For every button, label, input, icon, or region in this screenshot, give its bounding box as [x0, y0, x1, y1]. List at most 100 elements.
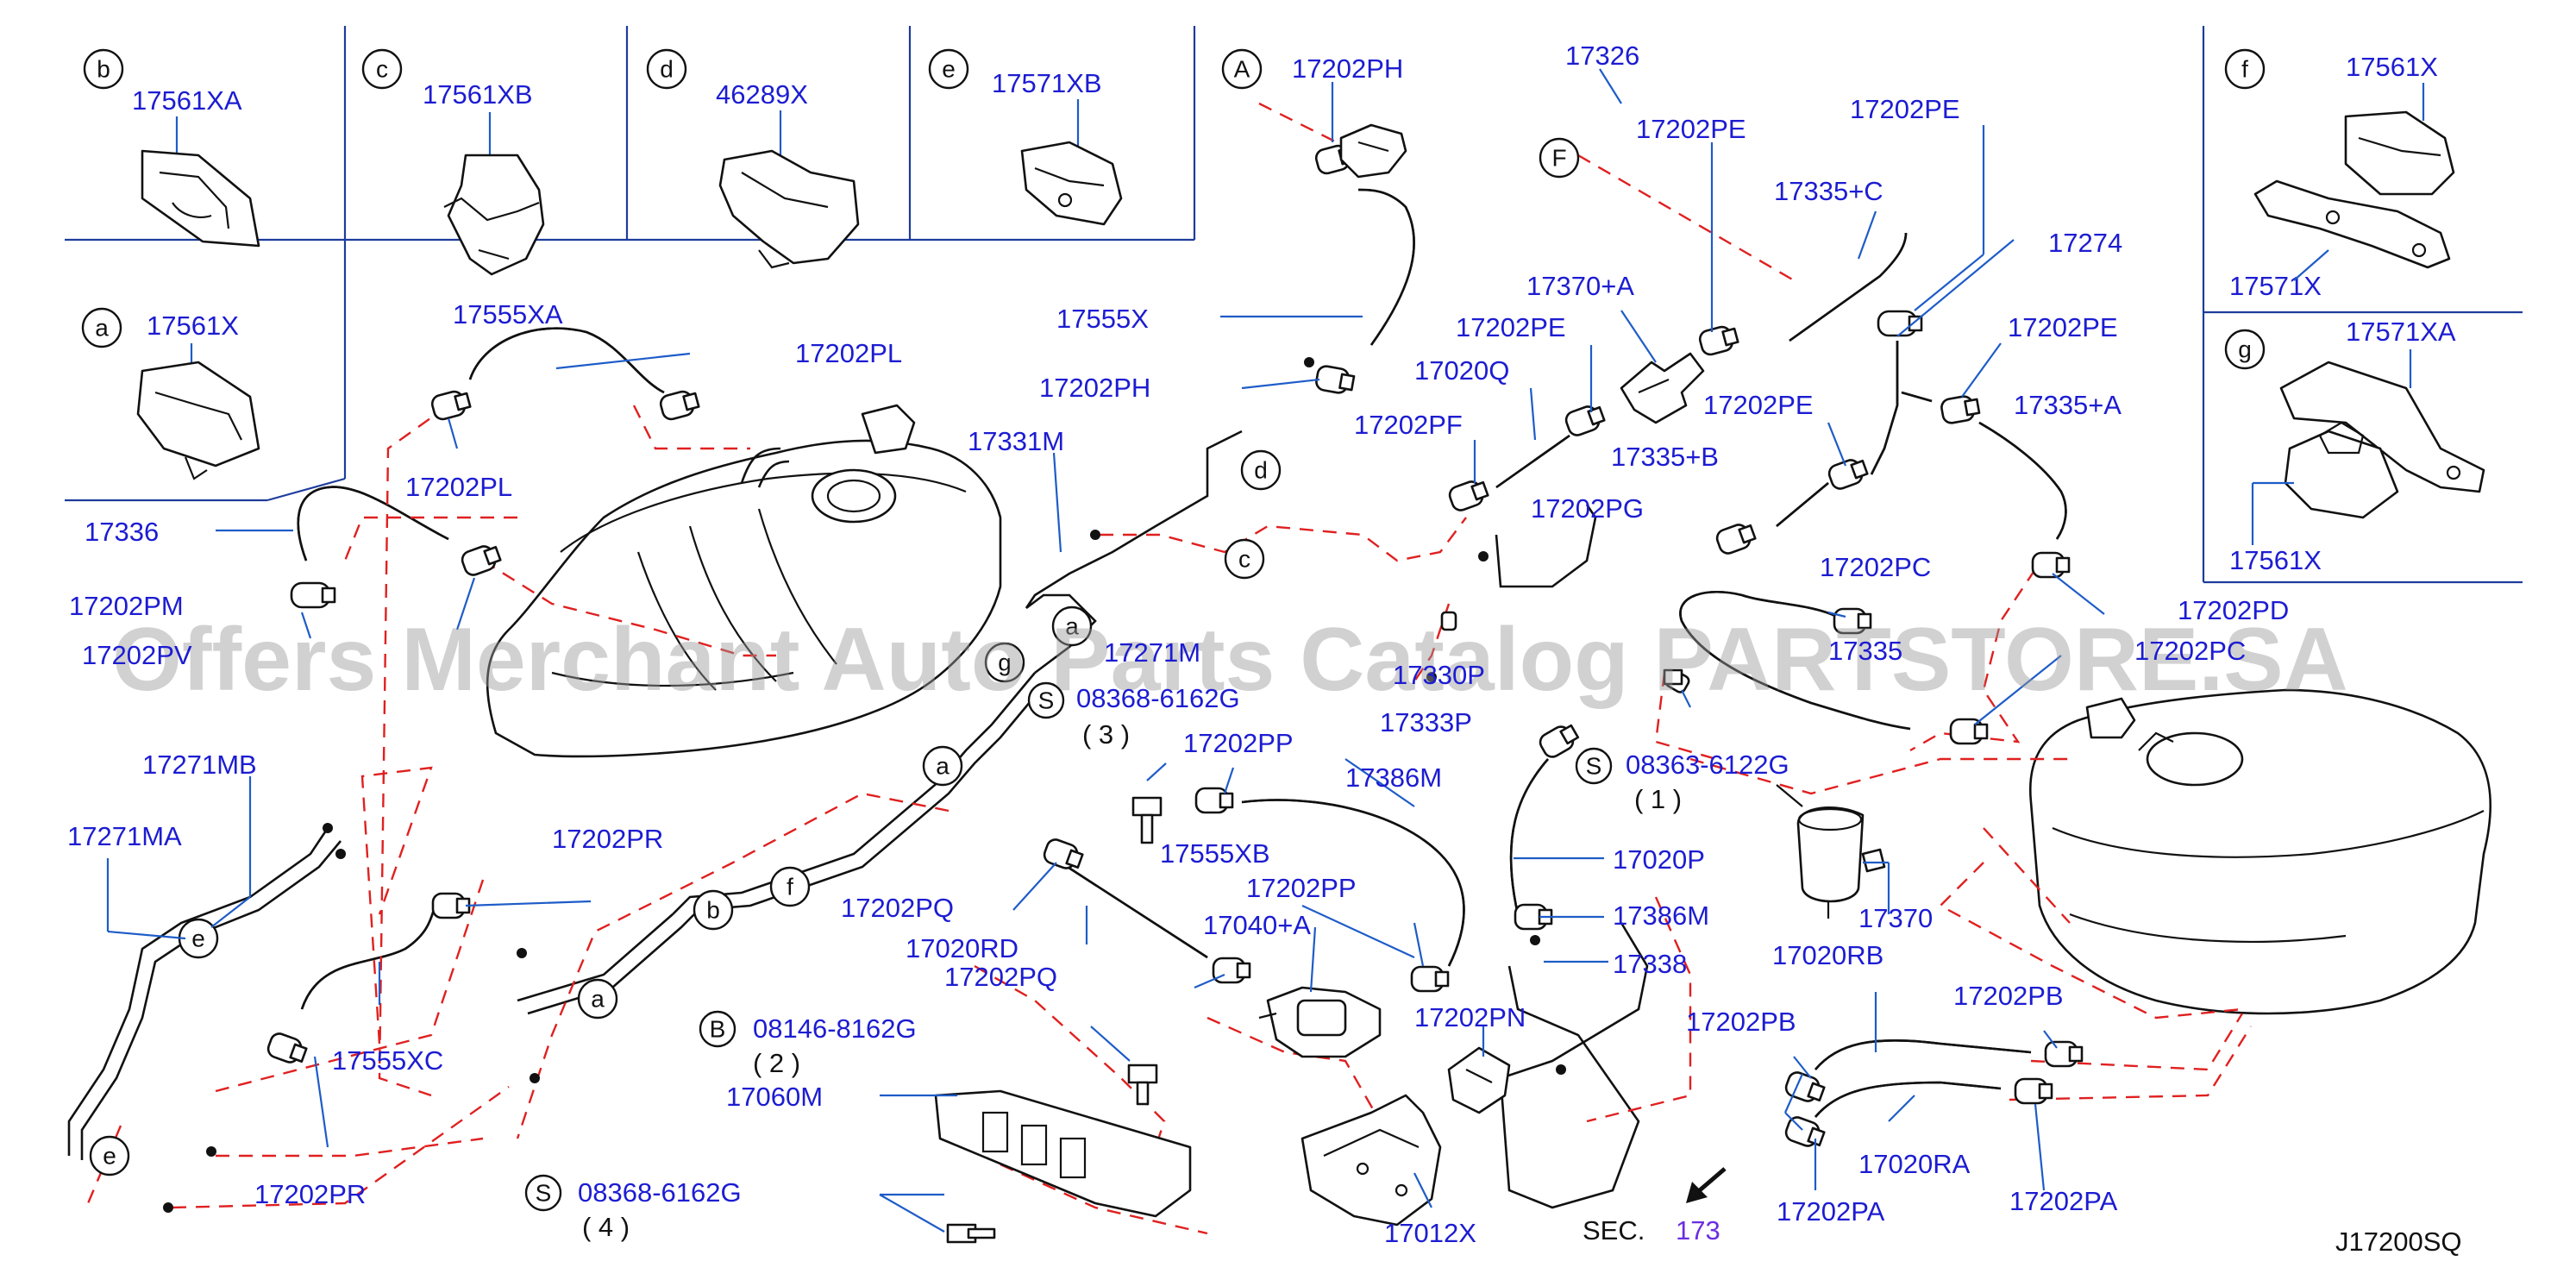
- part-label-46289X: 46289X: [716, 79, 808, 110]
- part-label-17561X-f: 17561X: [2346, 52, 2438, 82]
- part-labels: 17202PH 17555X 17202PH 17326 17202PE 172…: [67, 41, 2289, 1248]
- part-label-17561XB: 17561XB: [423, 79, 533, 110]
- callout-b: b 17561XA: [83, 48, 260, 248]
- svg-text:08368-6162G: 08368-6162G: [1076, 683, 1240, 713]
- part-label-17370: 17370: [1858, 903, 1933, 933]
- part-label-17571XB: 17571XB: [992, 68, 1102, 98]
- svg-text:( 1 ): ( 1 ): [1634, 784, 1682, 814]
- svg-text:f: f: [2241, 56, 2248, 83]
- part-label-17202PE-5: 17202PE: [1703, 390, 1814, 420]
- svg-text:08363-6122G: 08363-6122G: [1626, 750, 1789, 780]
- leader-lines: [106, 68, 2105, 1233]
- svg-text:a: a: [936, 753, 950, 780]
- bolt-callout-4: S 08368-6162G ( 4 ): [524, 1174, 742, 1242]
- sec-arrow-icon: [1686, 1167, 1727, 1203]
- part-label-17020RA: 17020RA: [1858, 1149, 1971, 1179]
- svg-text:d: d: [660, 56, 674, 83]
- hoses: [297, 188, 2067, 1118]
- bolt-callout-2: S 08363-6122G ( 1 ): [1575, 747, 1789, 814]
- svg-text:b: b: [97, 56, 110, 83]
- part-label-17202PE-3: 17202PE: [1456, 312, 1566, 342]
- svg-text:a: a: [95, 315, 109, 342]
- part-label-17271MB: 17271MB: [142, 750, 257, 780]
- part-label-17555XA: 17555XA: [453, 299, 563, 329]
- callout-c: c 17561XB: [361, 48, 545, 276]
- part-label-17202PP-2: 17202PP: [1246, 873, 1357, 903]
- svg-text:c: c: [376, 56, 388, 83]
- right-callout-grid: [2202, 26, 2523, 584]
- section-reference: SEC. 173: [1583, 1215, 1720, 1245]
- callout-e: e 17571XB: [928, 48, 1123, 226]
- part-label-17202PA: 17202PA: [1777, 1196, 1885, 1227]
- svg-text:e: e: [103, 1143, 116, 1170]
- svg-text:S: S: [1038, 687, 1055, 714]
- svg-text:d: d: [1254, 457, 1268, 484]
- bracket-17571X-illustration: [2253, 110, 2455, 269]
- svg-text:173: 173: [1676, 1215, 1720, 1245]
- metal-lines: [67, 430, 1649, 1209]
- svg-text:a: a: [591, 986, 605, 1013]
- svg-text:( 2 ): ( 2 ): [753, 1048, 800, 1078]
- part-label-17012X: 17012X: [1384, 1218, 1476, 1248]
- part-label-17386M: 17386M: [1345, 762, 1442, 793]
- clip-17561XB-illustration: [443, 154, 545, 276]
- part-label-17040A: 17040+A: [1203, 910, 1311, 940]
- part-label-17561XA: 17561XA: [132, 85, 242, 116]
- part-label-17336: 17336: [85, 517, 159, 547]
- part-label-17561X-a: 17561X: [147, 311, 239, 341]
- callout-d: d 46289X: [646, 48, 860, 269]
- part-label-17555X: 17555X: [1056, 304, 1149, 334]
- svg-text:b: b: [706, 897, 720, 924]
- svg-text:f: f: [787, 874, 793, 900]
- part-label-17202PC-2: 17202PC: [2134, 636, 2246, 666]
- part-label-17202PA-2: 17202PA: [2009, 1186, 2118, 1216]
- part-label-17202PE-4: 17202PE: [2008, 312, 2118, 342]
- svg-text:e: e: [942, 56, 956, 83]
- svg-text:08368-6162G: 08368-6162G: [578, 1177, 742, 1208]
- bolt-callout-1: S 08368-6162G ( 3 ): [1027, 681, 1240, 750]
- part-label-17331M: 17331M: [968, 426, 1064, 456]
- callout-f: f 17561X 17571X: [2224, 48, 2455, 301]
- part-label-17571XA: 17571XA: [2346, 317, 2456, 347]
- part-label-17202PB-2: 17202PB: [1953, 981, 2064, 1011]
- part-label-17202PQ-2: 17202PQ: [944, 962, 1057, 992]
- svg-text:a: a: [1065, 613, 1079, 640]
- svg-text:g: g: [2238, 336, 2252, 363]
- junction-dots: [163, 357, 1566, 1213]
- part-label-17202PR-2: 17202PR: [254, 1179, 366, 1209]
- part-label-17333P: 17333P: [1380, 707, 1472, 737]
- part-label-17202PN: 17202PN: [1414, 1002, 1526, 1032]
- part-label-17202PL: 17202PL: [795, 338, 902, 368]
- part-label-17271M: 17271M: [1104, 637, 1200, 668]
- part-label-17370A: 17370+A: [1526, 271, 1634, 301]
- part-label-17571X: 17571X: [2229, 271, 2322, 301]
- part-label-17202PG: 17202PG: [1531, 493, 1644, 524]
- part-label-17060M: 17060M: [726, 1082, 823, 1112]
- part-label-17561X-g: 17561X: [2229, 545, 2322, 575]
- components: [934, 123, 1886, 1244]
- part-label-17335: 17335: [1828, 636, 1902, 666]
- part-label-17202PB: 17202PB: [1686, 1007, 1796, 1037]
- part-label-17020Q: 17020Q: [1414, 355, 1509, 386]
- clip-46289X-illustration: [718, 149, 860, 269]
- svg-text:( 3 ): ( 3 ): [1082, 719, 1130, 750]
- clip-17561X-illustration: [136, 361, 260, 480]
- svg-text:08146-8162G: 08146-8162G: [753, 1013, 917, 1044]
- diagram-letter-circles: A F d c a g a f b a e e: [89, 48, 1580, 1176]
- part-label-17338: 17338: [1613, 949, 1687, 979]
- part-label-17202PE-2: 17202PE: [1850, 94, 1960, 124]
- svg-text:e: e: [191, 925, 205, 952]
- part-label-17202PR: 17202PR: [552, 824, 663, 854]
- svg-text:( 4 ): ( 4 ): [582, 1212, 630, 1242]
- svg-text:A: A: [1234, 56, 1250, 83]
- svg-text:SEC.: SEC.: [1583, 1215, 1645, 1245]
- part-label-17555XC: 17555XC: [332, 1045, 443, 1076]
- svg-text:F: F: [1551, 145, 1566, 172]
- clip-17561XA-illustration: [141, 149, 260, 248]
- part-label-17202PH: 17202PH: [1292, 53, 1403, 84]
- bracket-17571XA-illustration: [2279, 361, 2485, 519]
- bolt-callout-3: B 08146-8162G ( 2 ): [699, 1010, 917, 1078]
- part-label-17202PM: 17202PM: [69, 591, 184, 621]
- part-label-17335A: 17335+A: [2014, 390, 2122, 420]
